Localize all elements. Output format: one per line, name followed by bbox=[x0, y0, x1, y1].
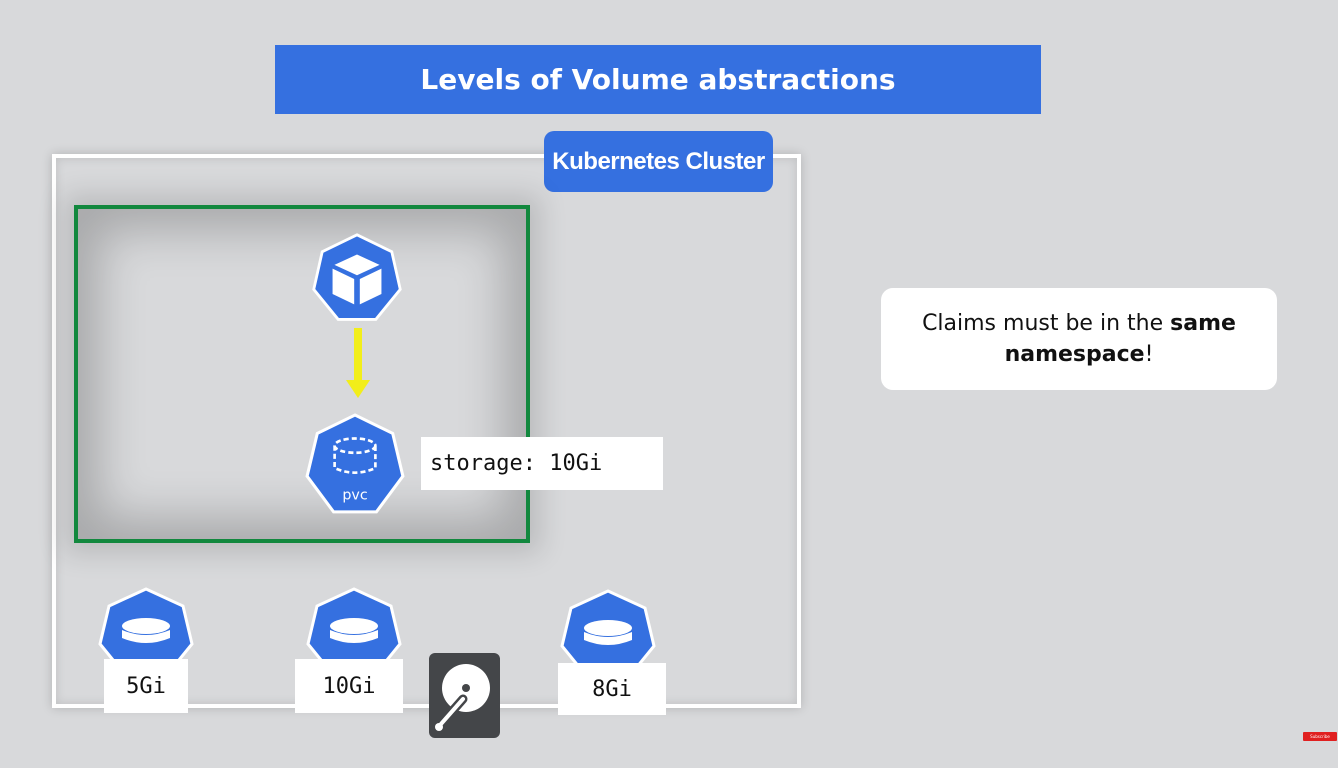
claim-arrow bbox=[346, 328, 370, 398]
pvc-icon-label: pvc bbox=[342, 488, 367, 504]
namespace-frame bbox=[74, 205, 530, 543]
pv-icon bbox=[98, 587, 194, 678]
note-suffix: ! bbox=[1144, 342, 1154, 367]
kubernetes-cluster-frame bbox=[52, 154, 801, 708]
pvc-icon: pvc bbox=[305, 413, 405, 514]
pv-icon bbox=[560, 589, 656, 680]
pvc-storage-request: storage: 10Gi bbox=[421, 437, 663, 490]
namespace-note: Claims must be in the same namespace! bbox=[881, 288, 1277, 390]
pv-capacity-label: 5Gi bbox=[104, 659, 188, 713]
pv-capacity-label: 10Gi bbox=[295, 659, 403, 713]
hard-disk-icon bbox=[429, 653, 500, 738]
slide-title: Levels of Volume abstractions bbox=[275, 45, 1041, 114]
pod-cube-icon bbox=[312, 233, 402, 321]
note-text: Claims must be in the bbox=[922, 311, 1171, 336]
kubernetes-cluster-label: Kubernetes Cluster bbox=[544, 131, 773, 192]
note-emphasis: same namespace bbox=[1004, 311, 1236, 367]
subscribe-button[interactable]: Subscribe bbox=[1303, 732, 1337, 741]
pv-capacity-label: 8Gi bbox=[558, 663, 666, 715]
